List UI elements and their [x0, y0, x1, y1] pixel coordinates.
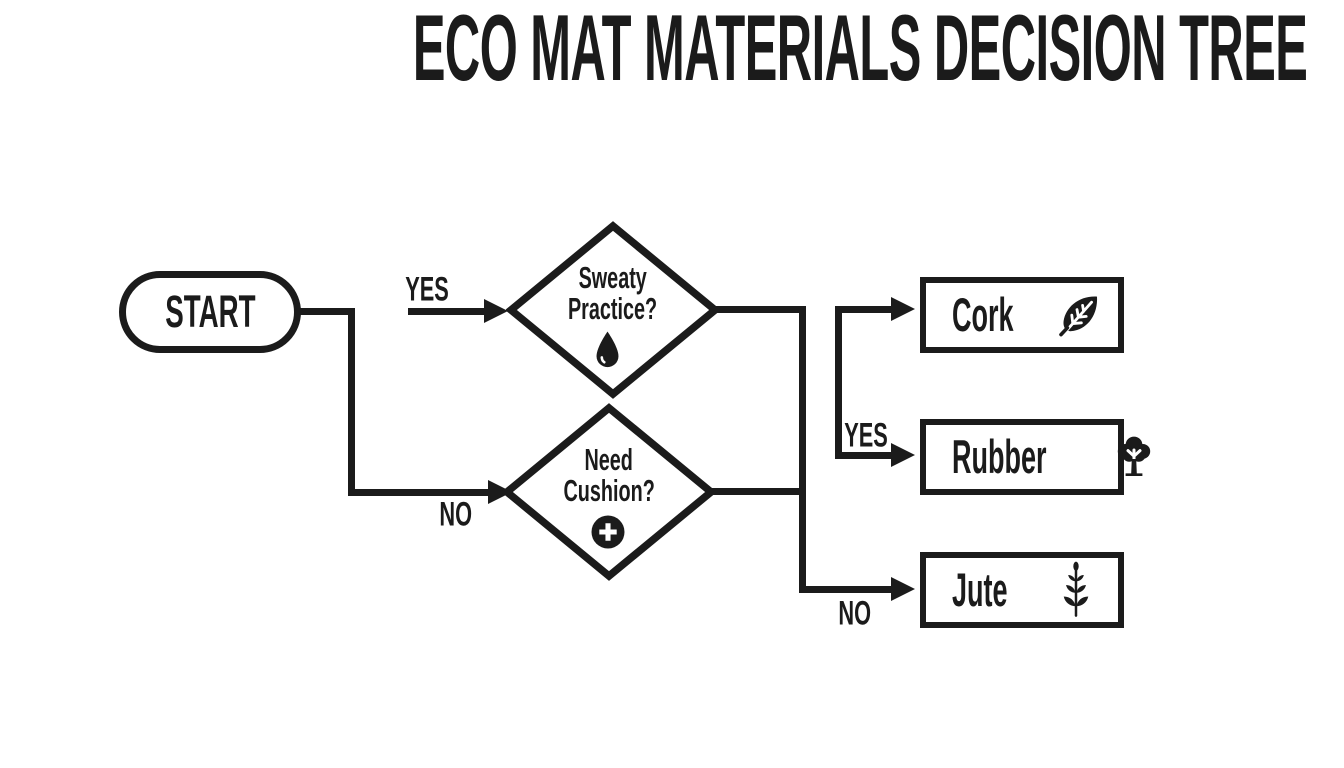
edge-label-start-no: NO: [439, 494, 473, 533]
cork-label: Cork: [952, 287, 1014, 342]
arrowhead-to-q1: [484, 299, 508, 323]
edge-label-start-yes: YES: [405, 269, 449, 308]
start-label: START: [164, 286, 256, 337]
node-cork: Cork: [920, 277, 1124, 353]
edge-start-down: [348, 308, 355, 496]
arrowhead-to-rubber: [891, 443, 915, 467]
edge-yes-to-q1: [408, 308, 486, 315]
edge-no-to-q2: [348, 489, 490, 496]
node-jute: Jute: [920, 552, 1124, 628]
arrowhead-to-cork: [891, 297, 915, 321]
plant-icon: [1053, 560, 1099, 620]
edge-q2-out: [710, 488, 806, 495]
node-q1-diamond: [506, 221, 720, 399]
edge-start-out: [300, 308, 352, 315]
node-q2-diamond: [502, 403, 716, 581]
leaf-icon: [1055, 291, 1103, 339]
arrowhead-to-jute: [891, 577, 915, 601]
page-title: ECO MAT MATERIALS DECISION TREE: [0, 0, 1308, 96]
node-q2-label: Need Cushion?: [563, 443, 655, 509]
node-q1-label: Sweaty Practice?: [568, 261, 658, 327]
node-rubber: Rubber: [920, 419, 1150, 495]
edge-yes-to-rubber: [835, 452, 893, 459]
page-title-text: ECO MAT MATERIALS DECISION TREE: [412, 0, 1308, 100]
jute-label: Jute: [952, 562, 1008, 617]
edge-label-branch-no: NO: [838, 593, 872, 632]
rubber-label: Rubber: [952, 429, 1047, 484]
water-drop-icon: [596, 331, 619, 368]
edge-label-branch-yes: YES: [844, 415, 888, 454]
node-start: START: [119, 271, 301, 353]
plus-circle-icon: [591, 515, 625, 549]
edge-main-down: [799, 306, 806, 593]
edge-no-to-jute: [799, 586, 893, 593]
tree-icon: [1110, 433, 1158, 481]
edge-q1-out: [710, 306, 806, 313]
edge-yes-to-cork: [835, 306, 893, 313]
edge-yes-branch: [835, 306, 842, 459]
